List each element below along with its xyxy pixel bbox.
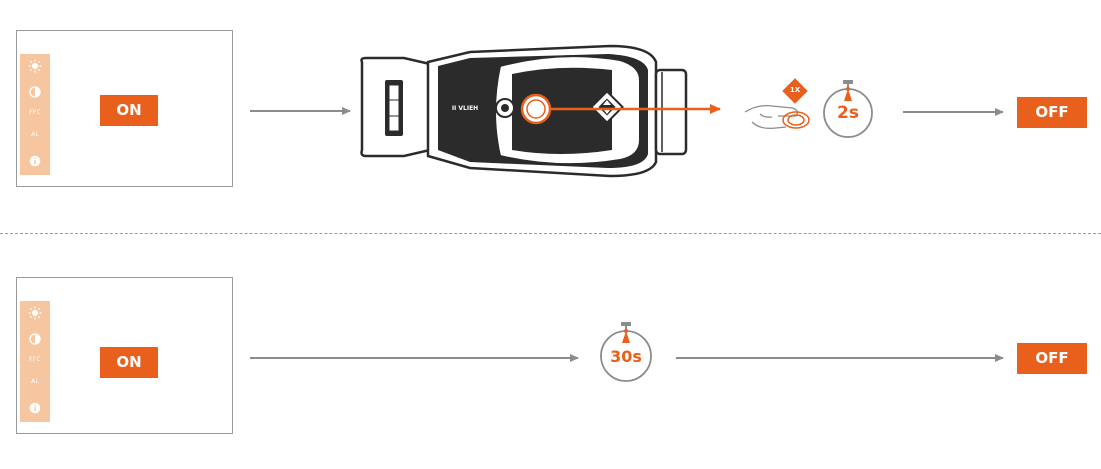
screen-row1: FFC AL ON — [16, 30, 233, 187]
stopwatch-icon-row2 — [600, 322, 652, 382]
stopwatch-icon-row1 — [823, 80, 873, 138]
al-label: AL — [31, 378, 39, 385]
off-badge-row1: OFF — [1017, 97, 1087, 128]
contrast-icon — [20, 330, 50, 349]
device-label: II VLIEH — [452, 105, 478, 112]
section-divider — [0, 233, 1101, 234]
contrast-icon — [20, 83, 50, 102]
sidebar-row1: FFC AL — [20, 54, 50, 175]
info-icon — [20, 399, 50, 418]
hand-press-icon — [744, 104, 798, 130]
hold-time-label: 2s — [837, 103, 859, 123]
press-count-diamond — [782, 78, 808, 104]
sidebar-row2: FFC AL — [20, 301, 50, 422]
on-badge: ON — [100, 347, 158, 378]
on-badge: ON — [100, 95, 158, 126]
ffc-label: FFC — [29, 109, 41, 116]
brightness-icon — [20, 58, 50, 77]
screen-row2: FFC AL ON — [16, 277, 233, 434]
info-icon — [20, 152, 50, 171]
off-badge-row2: OFF — [1017, 343, 1087, 374]
device-illustration: II VLIEH — [360, 44, 688, 178]
press-ripple — [782, 111, 810, 129]
ffc-label: FFC — [29, 356, 41, 363]
brightness-icon — [20, 305, 50, 324]
timer-30s-label: 30s — [610, 347, 642, 366]
press-count-label: 1X — [789, 86, 801, 94]
al-label: AL — [31, 131, 39, 138]
